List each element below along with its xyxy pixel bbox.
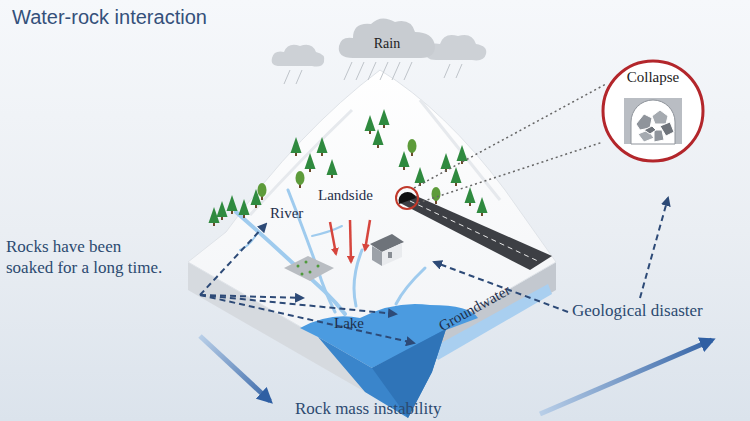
- groundwater-label: Groundwater: [435, 281, 513, 336]
- house-wall: [382, 243, 402, 266]
- rain-streak: [456, 64, 462, 78]
- river: [236, 190, 425, 314]
- cause-note: Rocks have been soaked for a long time.: [6, 236, 169, 279]
- rain-streak: [404, 62, 412, 80]
- node-label: Rain: [335, 36, 439, 52]
- dashed-arrow: [200, 295, 414, 343]
- zoom-line: [418, 142, 603, 203]
- rock-block: [652, 110, 668, 124]
- flow-arrow: [200, 336, 270, 401]
- red-arrow: [365, 220, 370, 250]
- landslide-label: Landside: [318, 186, 373, 205]
- dashed-arrow: [200, 224, 266, 295]
- crop: [305, 261, 308, 264]
- tunnel-arch: [631, 100, 675, 144]
- crop: [301, 273, 304, 276]
- crop: [309, 271, 312, 274]
- diagram-title: Water-rock interaction: [12, 6, 207, 29]
- rain-streaks: [284, 62, 462, 84]
- rain-streak: [444, 64, 450, 78]
- cloud-node: Rain: [335, 14, 439, 60]
- process-note: Rock mass instability: [295, 398, 441, 419]
- river-branch: [354, 250, 362, 306]
- dashed-arrow: [640, 198, 668, 298]
- crops: [297, 261, 320, 276]
- mountain-surface: [188, 70, 556, 368]
- crop: [317, 265, 320, 268]
- river-branch: [312, 226, 342, 236]
- river-branch: [396, 268, 425, 304]
- lake-label: Lake: [334, 314, 364, 333]
- rain-streak: [380, 62, 388, 80]
- rain-streak: [296, 70, 302, 84]
- rain-streak: [284, 70, 290, 84]
- crop: [297, 265, 300, 268]
- node-label: Collapse: [600, 69, 706, 86]
- rain-streak: [392, 62, 400, 80]
- mountain-shade: [420, 100, 500, 200]
- rain-streak: [368, 62, 376, 80]
- red-arrow: [350, 220, 351, 262]
- road: [400, 195, 552, 270]
- cloud: [272, 45, 325, 67]
- landslide-arrows: [330, 220, 370, 262]
- river-label: River: [270, 204, 303, 223]
- flow-arrow: [540, 340, 712, 414]
- rain-streak: [356, 62, 364, 80]
- rock-block: [644, 126, 656, 134]
- house-door: [388, 252, 392, 258]
- red-arrow: [330, 222, 336, 254]
- rock-block: [654, 130, 664, 142]
- rain-streak: [344, 62, 352, 80]
- tunnel-mouth: [398, 192, 416, 204]
- tunnel-rock: [624, 98, 682, 144]
- dashed-arrow: [200, 295, 396, 314]
- highlight-ring: [396, 187, 418, 209]
- zoom-node: Collapse: [600, 58, 706, 164]
- road-line: [410, 201, 540, 262]
- farm-plot: [284, 256, 334, 281]
- result-note: Geological disaster: [572, 300, 703, 321]
- dashed-arrows: [200, 198, 668, 343]
- house-wall: [372, 246, 382, 266]
